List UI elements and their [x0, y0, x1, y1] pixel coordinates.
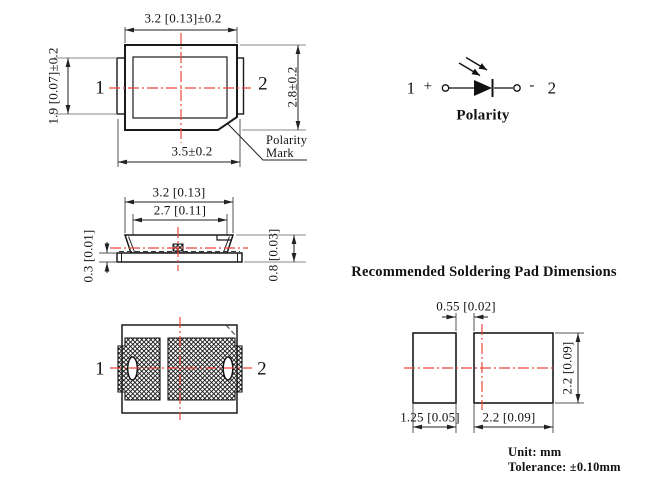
hidden-chamfer [225, 324, 238, 338]
side-view-linework [99, 197, 306, 273]
polarity-mark-label-line2: Mark [266, 145, 294, 160]
top-view-total-width-dim: 3.5±0.2 [171, 143, 213, 159]
polarity-mark-leader [227, 123, 307, 161]
bottom-view-linework [110, 317, 252, 420]
pad1-width-dim: 1.25 [0.05] [400, 409, 460, 425]
top-view-linework [54, 27, 307, 167]
diode-triangle-icon [474, 80, 492, 96]
polarity-title: Polarity [456, 107, 510, 124]
lead-frame-base [116, 252, 243, 263]
side-view-top-width-dim: 2.7 [0.11] [153, 202, 207, 218]
polarity-notch [216, 235, 232, 241]
polarity-pin1-label: 1 [406, 78, 416, 98]
tolerance-note: Tolerance: ±0.10mm [508, 459, 621, 474]
bottom-view-pin1-label: 1 [95, 358, 105, 380]
pad-gap-dim: 0.55 [0.02] [436, 298, 496, 314]
polarity-mark-label-line1: Polarity [266, 132, 308, 147]
light-arrow-icon [458, 62, 481, 77]
bottom-view-pin2-label: 2 [257, 358, 267, 380]
anode-terminal-circle [441, 84, 450, 92]
pad-2-metallization [167, 337, 243, 401]
top-view-electrode-height-dim: 1.9 [0.07]±0.2 [45, 47, 61, 125]
polarity-pin2-label: 2 [547, 78, 557, 98]
top-view-pin2-label: 2 [258, 73, 268, 95]
side-view-height-dim: 0.8 [0.03] [265, 228, 281, 282]
side-view-body-width-dim: 3.2 [0.13] [152, 184, 206, 200]
light-arrow-icon [465, 56, 488, 71]
left-electrode-tab [116, 57, 126, 115]
pad2-width-dim: 2.2 [0.09] [482, 409, 536, 425]
side-view-lead-thickness-dim: 0.3 [0.01] [80, 229, 96, 283]
pad-height-dim: 2.2 [0.09] [559, 341, 575, 395]
top-view-body-height-dim: 2.8±0.2 [284, 66, 300, 108]
polarity-minus-sign: - [529, 77, 535, 94]
pad-layout-linework [404, 313, 584, 433]
pad-layout-title: Recommended Soldering Pad Dimensions [351, 263, 617, 280]
pad-1-metallization [117, 337, 161, 401]
top-view-body-width-dim: 3.2 [0.13]±0.2 [144, 10, 222, 26]
polarity-plus-sign: + [423, 78, 433, 95]
polarity-symbol [441, 56, 521, 97]
cathode-terminal-circle [513, 84, 521, 92]
top-view-pin1-label: 1 [95, 77, 105, 99]
unit-note: Unit: mm [508, 444, 562, 459]
